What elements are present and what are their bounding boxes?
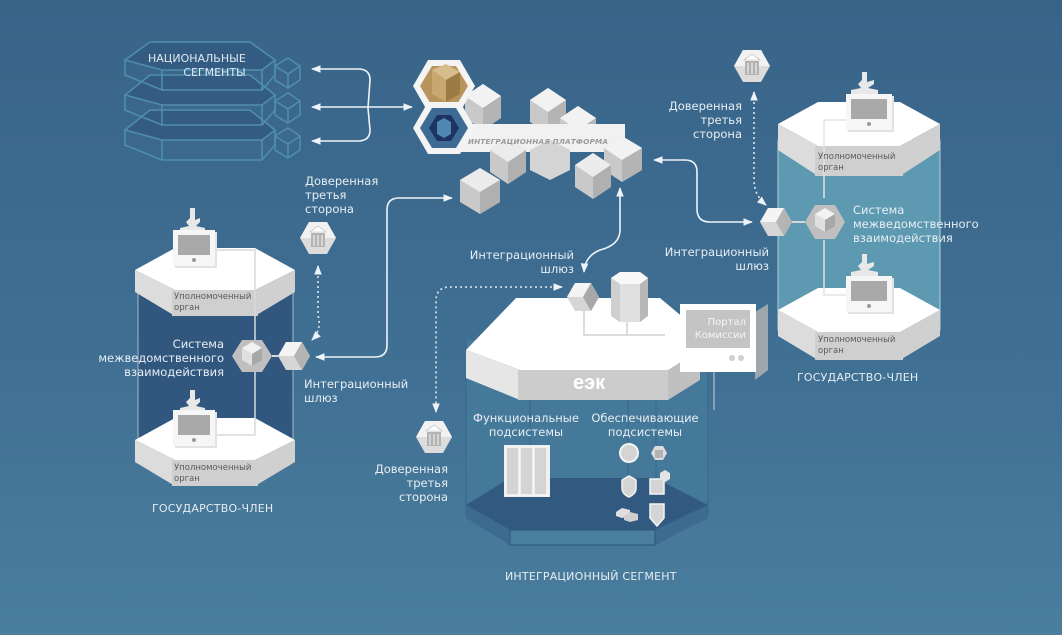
authority-terminal-icon [846, 254, 894, 314]
gateway-cube-icon [567, 283, 599, 311]
left-state-caption: ГОСУДАРСТВО-ЧЛЕН [152, 502, 274, 515]
label-line: подсистемы [488, 425, 564, 439]
shield-service-icon [621, 475, 637, 498]
label-line: орган [818, 346, 844, 356]
label-line: орган [174, 303, 200, 313]
label-line: сторона [693, 127, 742, 141]
national-segments-label-line2: СЕГМЕНТЫ [183, 66, 246, 79]
label-line: взаимодействия [124, 365, 224, 379]
server-icon [611, 272, 648, 322]
label-line: третья [700, 113, 742, 127]
right-top-authority-label: Уполномоченный орган [818, 152, 895, 174]
eek-platform-label: еэк [573, 372, 606, 394]
eek-gateway-label: Интеграционный шлюз [460, 248, 574, 276]
right-state-member [734, 50, 941, 360]
left-bottom-authority-label: Уполномоченный орган [174, 463, 251, 485]
label-line: Обеспечивающие [591, 411, 699, 425]
supporting-subsystems-icons [616, 443, 670, 528]
label-line: Уполномоченный [174, 463, 252, 473]
national-cube-icon [274, 127, 301, 159]
link-service-icon [616, 508, 638, 522]
right-trusted-party-label: Доверенная третья сторона [660, 99, 742, 141]
circle-service-icon [619, 443, 639, 463]
label-line: шлюз [735, 259, 769, 273]
national-segments-label-line1: НАЦИОНАЛЬНЫЕ [148, 52, 246, 65]
label-line: шлюз [304, 391, 338, 405]
label-line: сторона [305, 202, 354, 216]
authority-terminal-icon [846, 72, 894, 132]
label-line: Интеграционный [304, 377, 409, 391]
label-line: третья [406, 476, 448, 490]
label-line: Уполномоченный [818, 152, 896, 162]
left-gateway-label: Интеграционный шлюз [304, 377, 408, 405]
box-service-icon [649, 470, 670, 495]
label-line: Интеграционный [469, 248, 574, 262]
gateway-cube-icon [272, 342, 310, 370]
authority-terminal-icon [173, 390, 217, 448]
integration-platform-label: ИНТЕГРАЦИОННАЯ ПЛАТФОРМА [468, 137, 609, 146]
commission-portal-icon [680, 304, 768, 410]
platform-gold-hex-icon [413, 60, 475, 112]
integration-segment-caption: ИНТЕГРАЦИОННЫЙ СЕГМЕНТ [505, 570, 677, 583]
commission-portal-label: Портал Комиссии [686, 316, 746, 342]
label-line: Система [853, 203, 905, 217]
national-segment-layer [123, 109, 277, 161]
label-line: Интеграционный [664, 245, 769, 259]
integration-segment [416, 272, 768, 546]
label-line: взаимодействия [853, 231, 953, 245]
label-line: Портал [707, 317, 746, 328]
right-gateway-link [653, 156, 753, 226]
eek-gateway-link [580, 187, 624, 273]
authority-terminal-icon [173, 208, 217, 268]
left-trusted-party-label: Доверенная третья сторона [305, 174, 378, 216]
functional-subsystems-icon [504, 445, 550, 497]
label-line: орган [818, 163, 844, 173]
right-bottom-authority-label: Уполномоченный орган [818, 335, 895, 357]
platform-navy-hex-icon [413, 102, 475, 154]
left-top-authority-label: Уполномоченный орган [174, 292, 251, 314]
label-line: шлюз [540, 262, 574, 276]
label-line: межведомственного [853, 217, 979, 231]
label-line: межведомственного [98, 351, 224, 365]
label-line: Комиссии [694, 330, 746, 341]
integration-platform [413, 60, 642, 214]
supporting-subsystems-label: Обеспечивающие подсистемы [586, 411, 704, 439]
left-system-label: Система межведомственного взаимодействия [96, 337, 224, 379]
label-line: орган [174, 474, 200, 484]
label-line: сторона [399, 490, 448, 504]
functional-subsystems-label: Функциональные подсистемы [470, 411, 582, 439]
platform-cubes [455, 84, 642, 214]
national-arrows [311, 65, 413, 145]
right-state-caption: ГОСУДАРСТВО-ЧЛЕН [797, 371, 919, 384]
eek-trusted-party-label: Доверенная третья сторона [366, 462, 448, 504]
gateway-cube-icon [760, 208, 805, 236]
tag-service-icon [649, 503, 665, 528]
national-cube-icon [274, 92, 301, 124]
right-system-label: Система межведомственного взаимодействия [853, 203, 979, 245]
label-line: Система [172, 337, 224, 351]
label-line: Уполномоченный [818, 335, 896, 345]
right-gateway-label: Интеграционный шлюз [655, 245, 769, 273]
national-segments-stack [123, 41, 301, 161]
building-service-icon [651, 446, 667, 460]
trusted-party-icon [300, 222, 336, 254]
left-state-member [135, 208, 336, 486]
interagency-system-icon [805, 205, 845, 239]
national-segments-label: НАЦИОНАЛЬНЫЕ СЕГМЕНТЫ [148, 52, 246, 80]
trusted-party-icon [734, 50, 770, 82]
trusted-party-icon [416, 421, 452, 453]
label-line: Функциональные [473, 411, 579, 425]
national-cube-icon [274, 57, 301, 89]
label-line: Доверенная [668, 99, 742, 113]
label-line: третья [305, 188, 347, 202]
left-gateway-link [315, 194, 453, 361]
label-line: Доверенная [374, 462, 448, 476]
label-line: Доверенная [305, 174, 379, 188]
label-line: Уполномоченный [174, 292, 252, 302]
label-line: подсистемы [607, 425, 683, 439]
interagency-system-icon [232, 340, 272, 372]
